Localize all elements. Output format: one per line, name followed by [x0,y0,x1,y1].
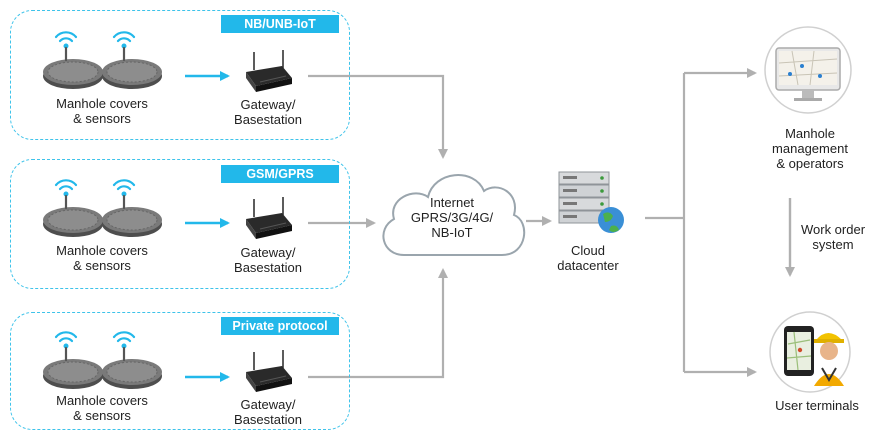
sensors-label-1: Manhole covers& sensors [56,96,148,126]
group-box-1 [10,10,350,140]
wireless-signal-icon [54,31,78,62]
gateway-icon-3 [246,350,292,392]
manhole-cover-icon [43,207,103,237]
terminals-label: User terminals [775,398,859,413]
monitor-map-icon [764,26,852,114]
wireless-signal-icon [112,331,136,362]
manhole-cover-icon [102,59,162,89]
gateway-label-2: Gateway/Basestation [234,245,302,275]
manhole-cover-icon [102,207,162,237]
internet-cloud-icon [382,174,526,256]
wireless-signal-icon [54,331,78,362]
manhole-cover-icon [102,359,162,389]
manhole-sensors-icon-2 [43,179,162,237]
gateway-3-to-cloud-line [308,268,448,379]
gateway-1-to-cloud-line [308,74,448,159]
protocol-badge-3: Private protocol [221,317,339,335]
protocol-badge-2: GSM/GPRS [221,165,339,183]
gateway-icon-1 [246,50,292,92]
gateway-label-1: Gateway/Basestation [234,97,302,127]
wireless-signal-icon [112,179,136,210]
manhole-sensors-icon-1 [43,31,162,89]
group-box-2 [10,159,350,289]
sensors-label-2: Manhole covers& sensors [56,243,148,273]
wireless-signal-icon [112,31,136,62]
manhole-cover-icon [43,59,103,89]
manhole-cover-icon [43,359,103,389]
globe-icon [598,207,624,233]
wireless-signal-icon [54,179,78,210]
sensors-label-3: Manhole covers& sensors [56,393,148,423]
gateway-label-3: Gateway/Basestation [234,397,302,427]
group-box-3 [10,312,350,430]
protocol-badge-1: NB/UNB-IoT [221,15,339,33]
gateway-icon-2 [246,197,292,239]
phone-worker-icon [769,311,851,393]
manhole-sensors-icon-3 [43,331,162,389]
server-rack-icon [558,171,624,233]
